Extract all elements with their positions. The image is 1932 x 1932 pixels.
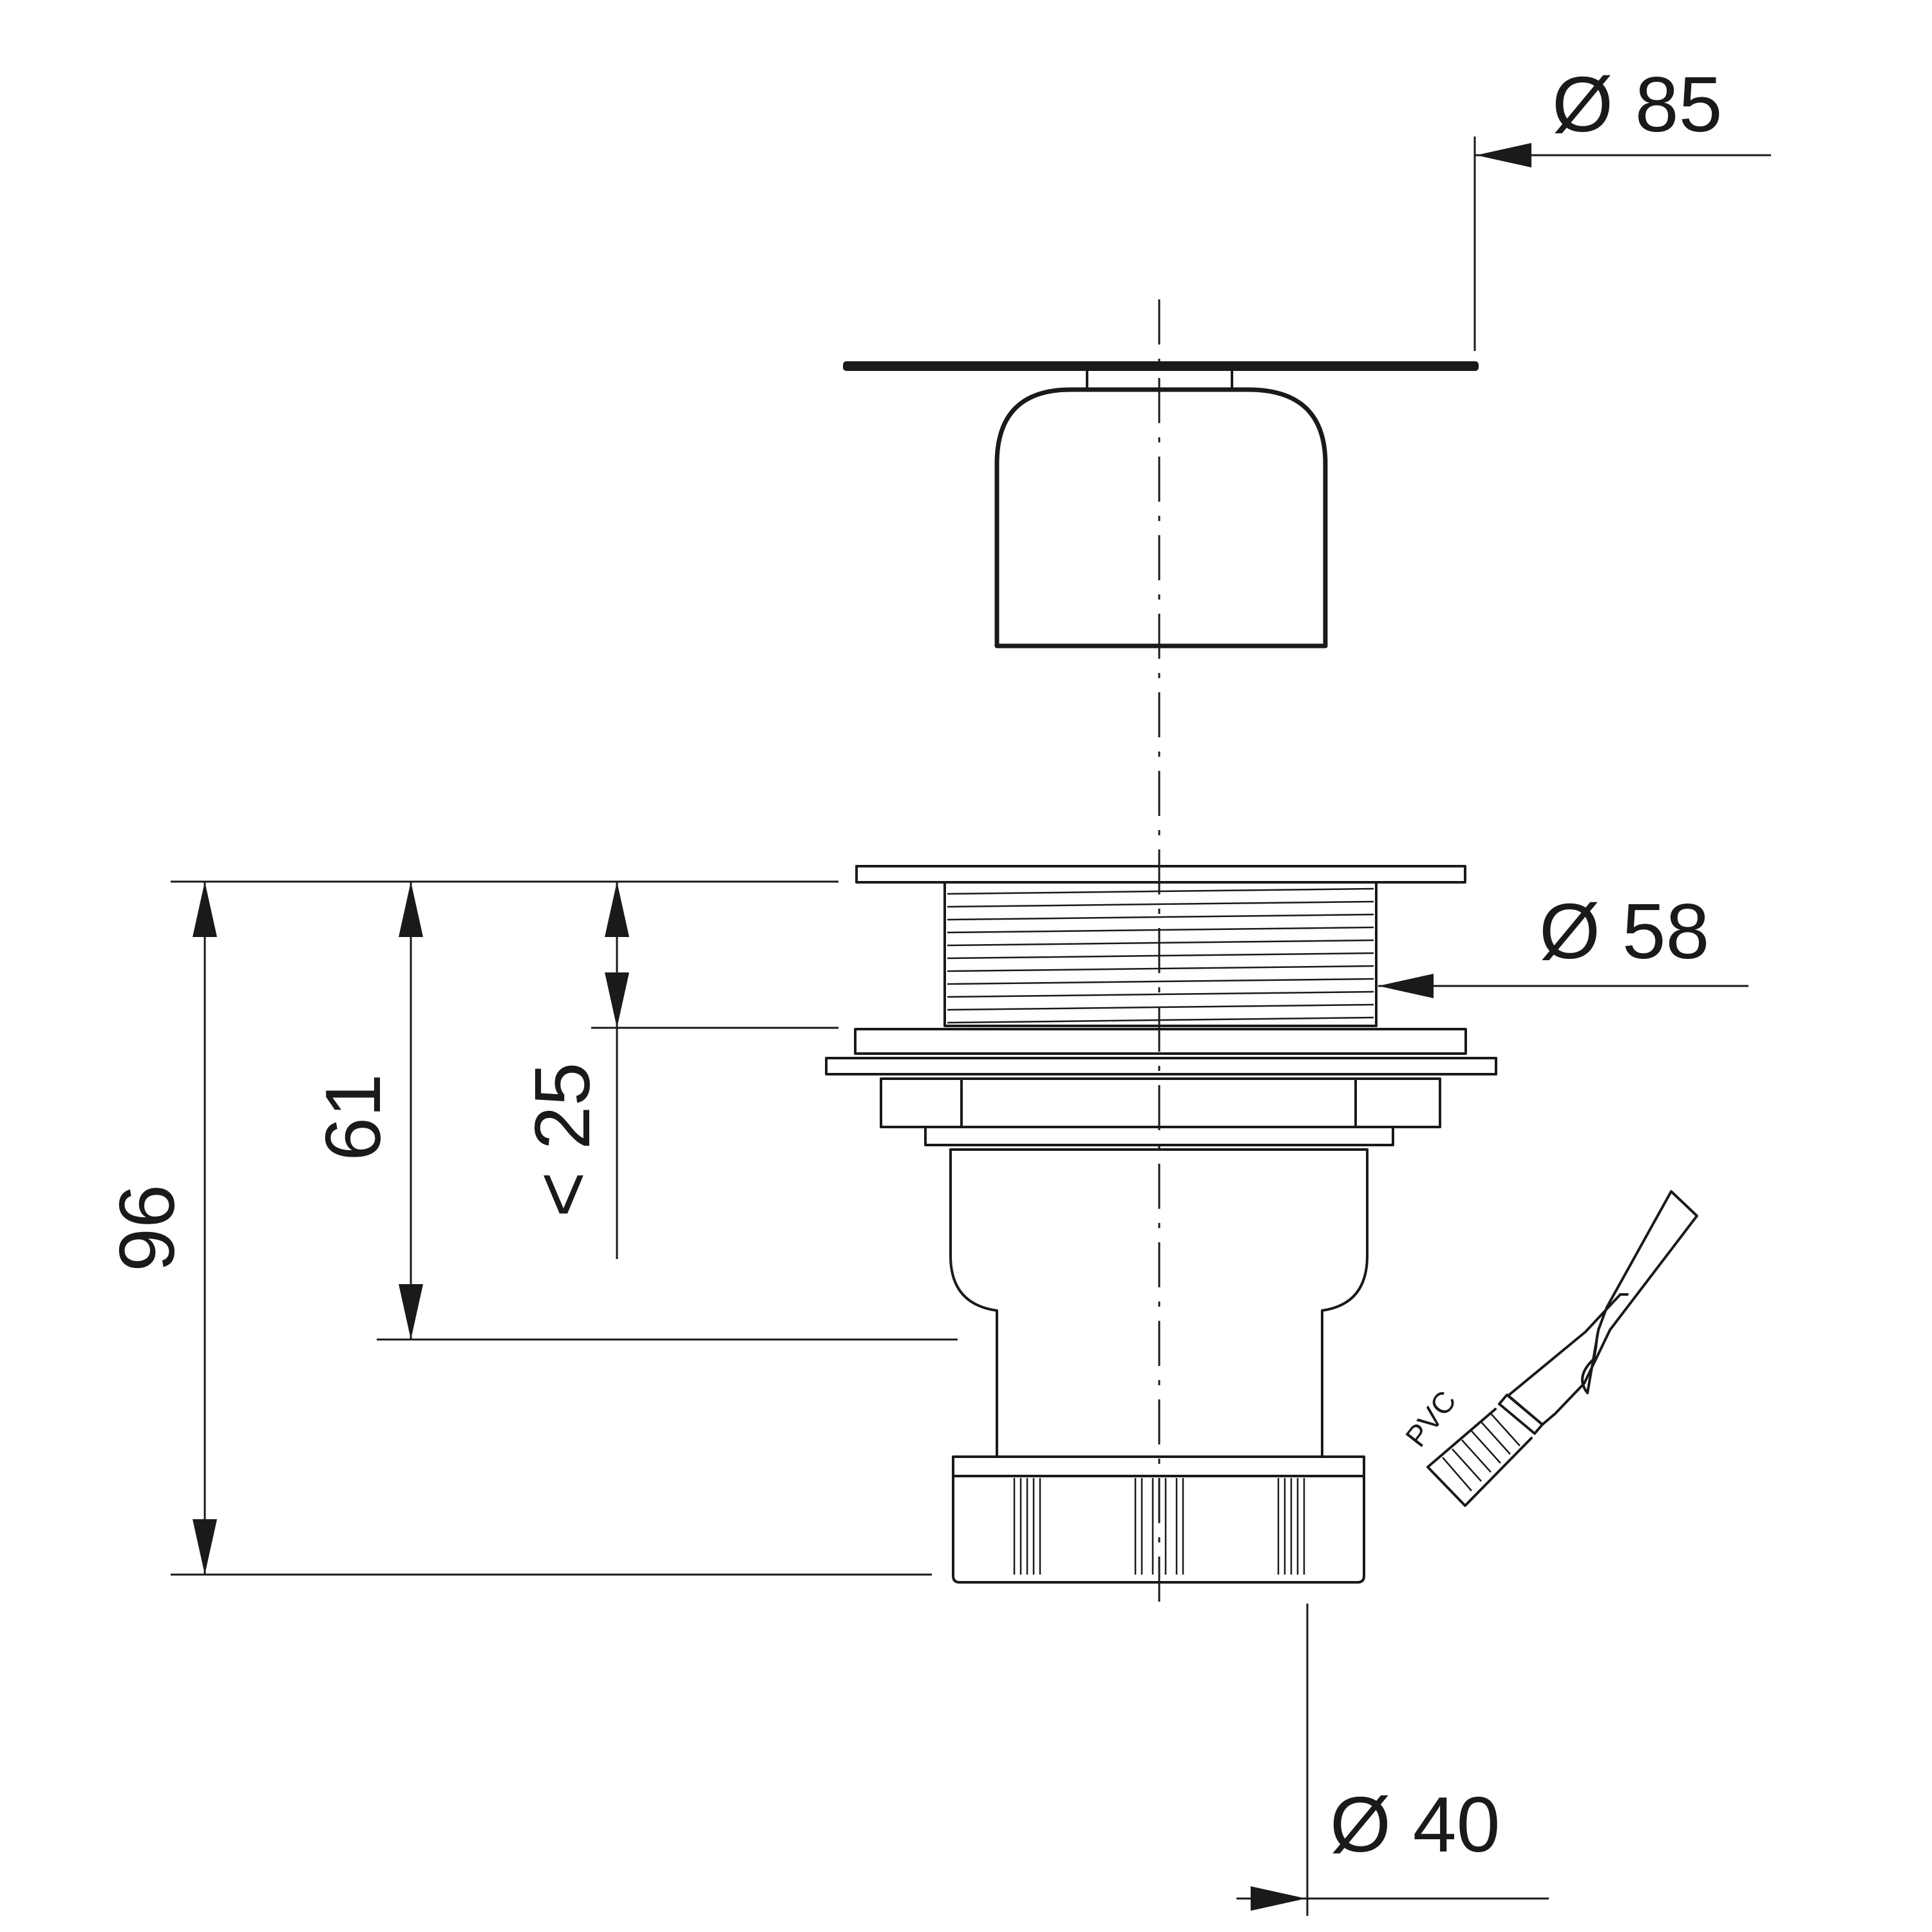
dimension-label-25: < 25 — [518, 1063, 606, 1218]
dimension-height-25: < 25 — [518, 882, 629, 1259]
pvc-brush-icon: PVC — [1399, 1190, 1698, 1507]
plug-cap-disc — [843, 361, 1479, 371]
nut-base — [924, 1126, 1394, 1146]
dimension-label-40: Ø 40 — [1330, 1781, 1501, 1868]
extension-lines — [171, 880, 958, 1576]
dimension-height-61: 61 — [309, 882, 423, 1340]
brush-ferrule — [1498, 1394, 1544, 1435]
drain-plug — [843, 361, 1479, 649]
dimension-diameter-85: Ø 85 — [1473, 61, 1771, 351]
brush-handle — [1581, 1329, 1600, 1394]
outlet-nut-ribs — [1013, 1478, 1305, 1575]
brush-bristle-lines — [1442, 1413, 1520, 1492]
dimension-diameter-40: Ø 40 — [1236, 1604, 1549, 1916]
brush-bristles — [1426, 1408, 1533, 1507]
top-flange — [855, 865, 1466, 884]
drain-body — [825, 865, 1497, 1584]
dimension-label-96: 96 — [103, 1184, 191, 1272]
threaded-section — [943, 881, 1378, 1027]
outlet-nut — [952, 1455, 1365, 1584]
dimension-label-61: 61 — [309, 1074, 397, 1161]
dimension-label-58: Ø 58 — [1539, 887, 1710, 975]
thread-lines — [947, 887, 1374, 1024]
dimension-diameter-58: Ø 58 — [1378, 887, 1748, 998]
plug-body — [994, 387, 1328, 649]
washer-wide — [825, 1057, 1497, 1075]
brush-label-pvc: PVC — [1399, 1385, 1463, 1454]
dimension-height-96: 96 — [103, 882, 217, 1575]
dimension-label-85: Ø 85 — [1552, 61, 1723, 148]
nut-top — [854, 1028, 1467, 1055]
